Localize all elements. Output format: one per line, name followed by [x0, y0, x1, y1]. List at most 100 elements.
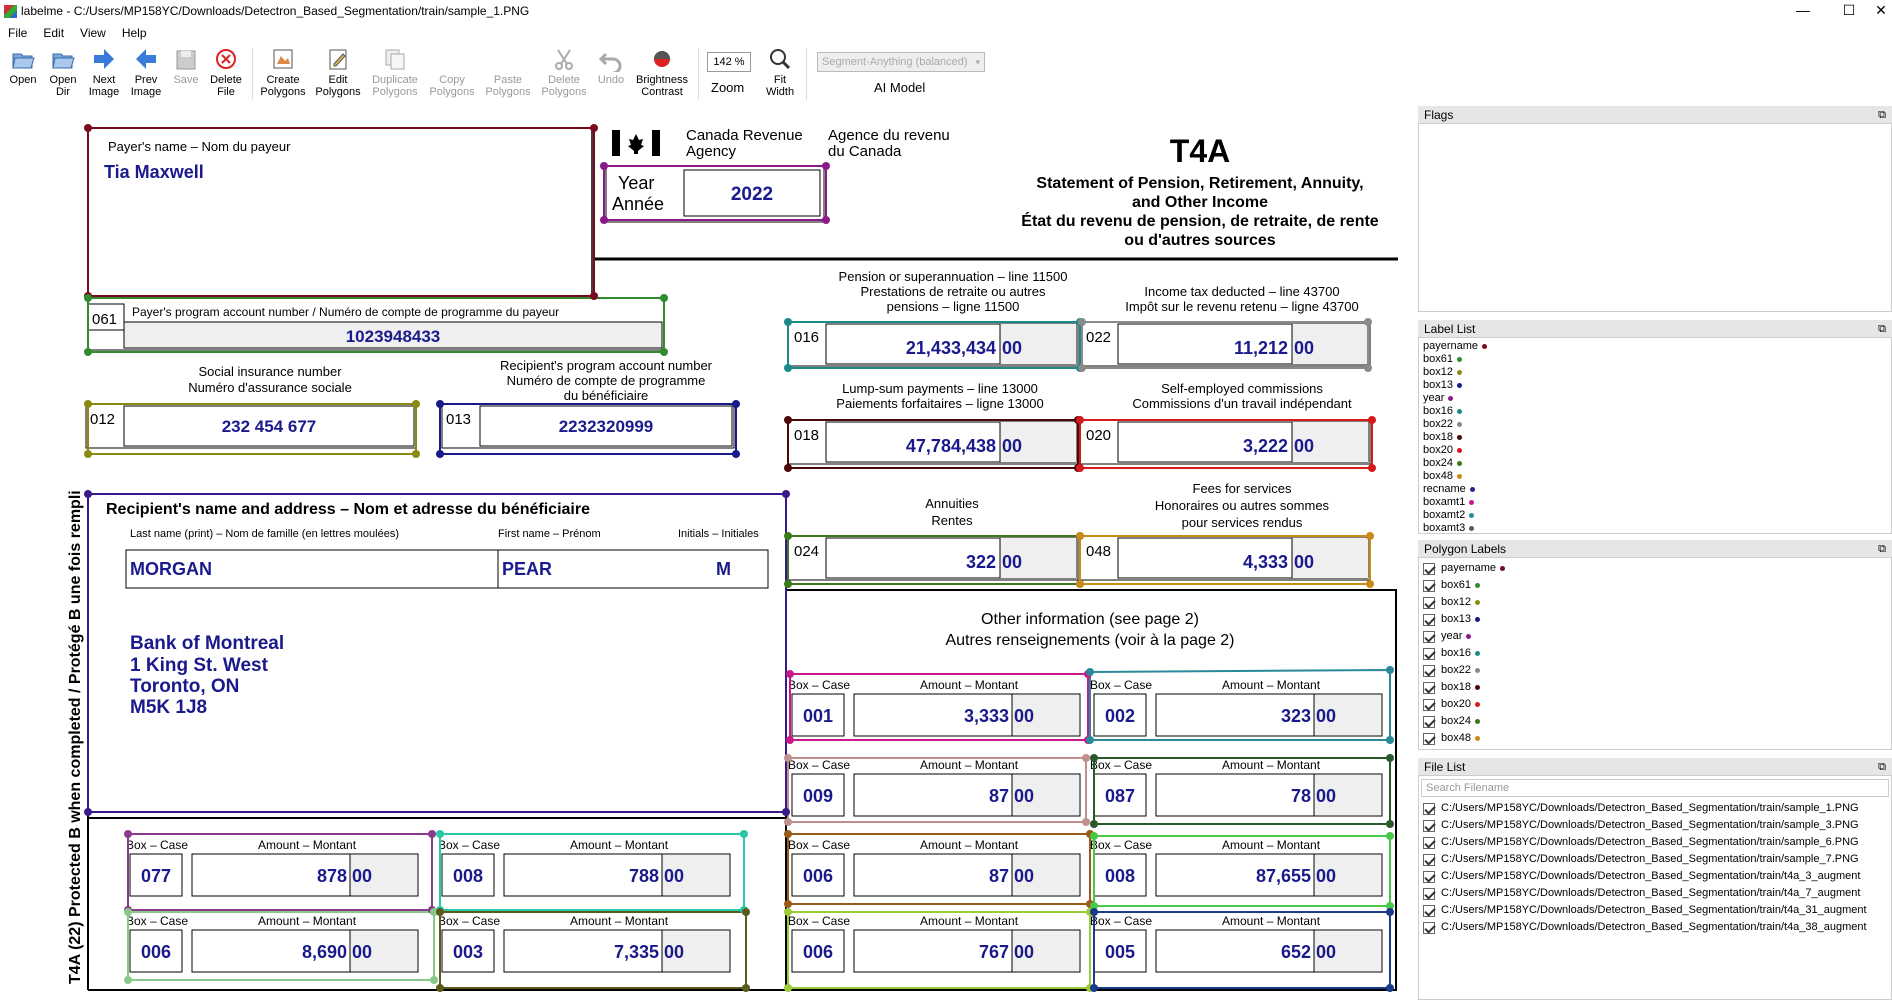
file-list-item[interactable]: C:/Users/MP158YC/Downloads/Detectron_Bas…	[1419, 817, 1891, 834]
box-code: 008	[453, 866, 483, 886]
checkbox-checked-icon[interactable]	[1423, 715, 1435, 728]
label-list-item[interactable]: boxamt2	[1423, 509, 1887, 522]
label-list-item[interactable]: boxamt1	[1423, 496, 1887, 509]
polygon-label-item[interactable]: box22	[1419, 662, 1891, 679]
undock-icon[interactable]: ⧉	[1878, 109, 1886, 121]
label-list-item[interactable]: box16	[1423, 405, 1887, 418]
polygon-label-item[interactable]: box20	[1419, 696, 1891, 713]
file-search-input[interactable]: Search Filename	[1421, 779, 1889, 797]
checkbox-checked-icon[interactable]	[1423, 904, 1435, 917]
polygon-vertex	[436, 830, 444, 838]
menu-file[interactable]: File	[8, 26, 28, 40]
label-list-item[interactable]: box22	[1423, 418, 1887, 431]
undock-icon[interactable]: ⧉	[1878, 323, 1886, 335]
polygon-label-item[interactable]: box12	[1419, 594, 1891, 611]
box-amount: 78	[1291, 786, 1311, 806]
checkbox-checked-icon[interactable]	[1423, 802, 1435, 815]
label-list-item[interactable]: payername	[1423, 340, 1887, 353]
polygon-label-item[interactable]: year	[1419, 628, 1891, 645]
open-button[interactable]: Open	[6, 46, 40, 86]
label-name: box61	[1423, 353, 1453, 365]
label-list-item[interactable]: box18	[1423, 431, 1887, 444]
checkbox-checked-icon[interactable]	[1423, 647, 1435, 660]
maximize-button[interactable]: ☐	[1842, 2, 1856, 18]
label-name: boxamt3	[1423, 522, 1466, 534]
file-list-item[interactable]: C:/Users/MP158YC/Downloads/Detectron_Bas…	[1419, 800, 1891, 817]
polygon-label-item[interactable]: box48	[1419, 730, 1891, 747]
checkbox-checked-icon[interactable]	[1423, 613, 1435, 626]
menu-view[interactable]: View	[80, 26, 106, 40]
file-list-item[interactable]: C:/Users/MP158YC/Downloads/Detectron_Bas…	[1419, 919, 1891, 936]
menu-edit[interactable]: Edit	[43, 26, 65, 40]
polygon-label-item[interactable]: box18	[1419, 679, 1891, 696]
file-list-item[interactable]: C:/Users/MP158YC/Downloads/Detectron_Bas…	[1419, 902, 1891, 919]
checkbox-checked-icon[interactable]	[1423, 853, 1435, 866]
checkbox-checked-icon[interactable]	[1423, 921, 1435, 934]
label-list-item[interactable]: box24	[1423, 457, 1887, 470]
box-cents: 00	[664, 866, 684, 886]
polygon-label-item[interactable]: box13	[1419, 611, 1891, 628]
polygon-label-item[interactable]: box16	[1419, 645, 1891, 662]
checkbox-checked-icon[interactable]	[1423, 664, 1435, 677]
image-canvas[interactable]: Payer's name – Nom du payeur Tia Maxwell…	[0, 106, 1414, 1000]
checkbox-checked-icon[interactable]	[1423, 596, 1435, 609]
polygon-vertex	[1368, 416, 1376, 424]
pension-amount: 21,433,434	[906, 338, 996, 358]
file-list-item[interactable]: C:/Users/MP158YC/Downloads/Detectron_Bas…	[1419, 868, 1891, 885]
color-dot-icon	[1456, 434, 1462, 440]
ai-model-select[interactable]: Segment-Anything (balanced)▾	[817, 52, 985, 72]
label-list-item[interactable]: box20	[1423, 444, 1887, 457]
checkbox-checked-icon[interactable]	[1423, 732, 1435, 745]
zoom-input[interactable]: 142 %	[707, 52, 751, 72]
file-list-item[interactable]: C:/Users/MP158YC/Downloads/Detectron_Bas…	[1419, 834, 1891, 851]
close-window-button[interactable]: ✕	[1875, 2, 1887, 18]
undo-button[interactable]: Undo	[594, 46, 628, 86]
label-list-item[interactable]: boxamt3	[1423, 522, 1887, 534]
box-code: 006	[803, 866, 833, 886]
save-button[interactable]: Save	[170, 46, 202, 86]
label-list-item[interactable]: box48	[1423, 470, 1887, 483]
payer-account-value: 1023948433	[346, 327, 441, 346]
checkbox-checked-icon[interactable]	[1423, 681, 1435, 694]
label-list-item[interactable]: box12	[1423, 366, 1887, 379]
checkbox-checked-icon[interactable]	[1423, 630, 1435, 643]
label-list-item[interactable]: box13	[1423, 379, 1887, 392]
recip-prog-label-2: Numéro de compte de programme	[507, 373, 706, 388]
checkbox-checked-icon[interactable]	[1423, 579, 1435, 592]
polygon-label-item[interactable]: payername	[1419, 560, 1891, 577]
minimize-button[interactable]: —	[1796, 2, 1810, 18]
checkbox-checked-icon[interactable]	[1423, 698, 1435, 711]
polygon-label-item[interactable]: box61	[1419, 577, 1891, 594]
checkbox-checked-icon[interactable]	[1423, 819, 1435, 832]
checkbox-checked-icon[interactable]	[1423, 836, 1435, 849]
label-list-item[interactable]: recname	[1423, 483, 1887, 496]
flags-title: Flags	[1424, 108, 1454, 122]
file-list-item[interactable]: C:/Users/MP158YC/Downloads/Detectron_Bas…	[1419, 851, 1891, 868]
checkbox-checked-icon[interactable]	[1423, 562, 1435, 575]
polygon-label-item[interactable]: box24	[1419, 713, 1891, 730]
undock-icon[interactable]: ⧉	[1878, 761, 1886, 773]
undock-icon[interactable]: ⧉	[1878, 543, 1886, 555]
menu-help[interactable]: Help	[121, 26, 147, 40]
checkbox-checked-icon[interactable]	[1423, 870, 1435, 883]
label-list-item[interactable]: year	[1423, 392, 1887, 405]
box-code: 006	[141, 942, 171, 962]
checkbox-checked-icon[interactable]	[1423, 887, 1435, 900]
label-list-item[interactable]: box61	[1423, 353, 1887, 366]
polygon-label-name: box61	[1441, 579, 1471, 591]
box-case-label: Box – Case	[126, 914, 188, 928]
file-list-item[interactable]: C:/Users/MP158YC/Downloads/Detectron_Bas…	[1419, 885, 1891, 902]
